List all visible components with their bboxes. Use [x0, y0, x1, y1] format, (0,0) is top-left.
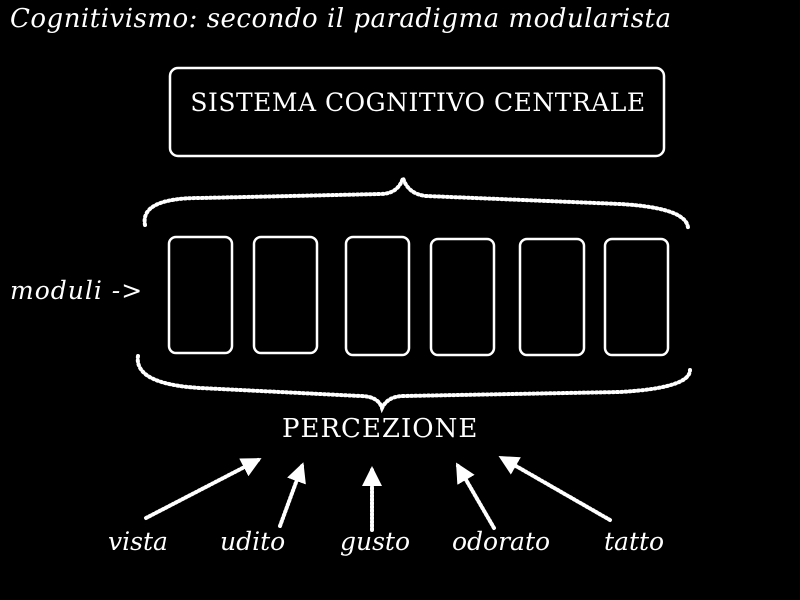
sense-label-odorato: odorato — [452, 527, 551, 556]
modules-group — [167, 235, 670, 357]
arrow-odorato — [455, 462, 496, 530]
arrow-tatto — [498, 456, 612, 522]
arrow-vista — [144, 458, 262, 520]
perception-label: PERCEZIONE — [282, 414, 479, 444]
module-box — [603, 237, 670, 357]
module-box — [518, 237, 586, 357]
diagram-title: Cognitivismo: secondo il paradigma modul… — [10, 4, 672, 34]
modules-label: moduli -> — [10, 276, 144, 305]
central-system-label: SISTEMA COGNITIVO CENTRALE — [190, 88, 646, 117]
module-box — [167, 235, 234, 355]
top-brace — [142, 171, 690, 232]
sense-label-udito: udito — [220, 527, 286, 556]
sense-label-gusto: gusto — [340, 527, 411, 556]
arrow-udito — [278, 462, 306, 528]
central-system-box — [168, 66, 666, 158]
module-box — [252, 235, 319, 355]
sense-label-tatto: tatto — [604, 527, 665, 556]
module-box — [344, 235, 411, 357]
sense-label-vista: vista — [108, 527, 168, 556]
bottom-brace — [135, 354, 692, 414]
module-box — [429, 237, 496, 357]
sense-arrows — [144, 456, 612, 532]
